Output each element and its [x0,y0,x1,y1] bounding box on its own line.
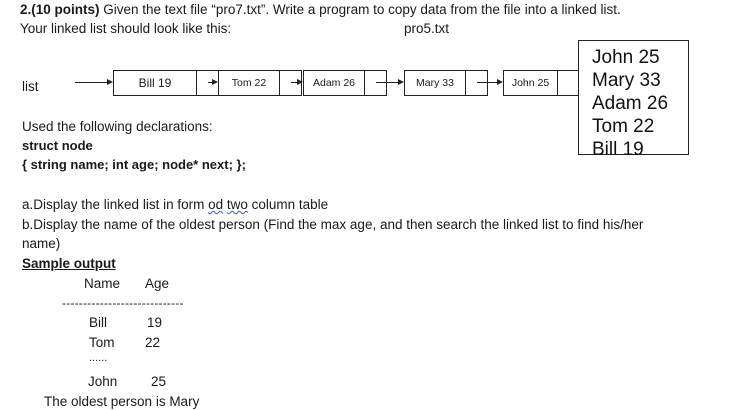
node-value: Bill 19 [138,76,172,90]
node-arrow [208,79,218,85]
node-next-pointer [466,70,488,96]
list-node: Adam 26 [303,70,365,96]
node-value: Mary 33 [416,77,454,89]
struct-line: struct node [22,138,93,153]
table-ellipsis: ...... [89,352,108,364]
list-node: Tom 22 [218,70,280,96]
table-separator: ----------------------------- [62,296,184,310]
task-a: a.Display the linked list in form od two… [22,197,328,212]
node-arrow [376,79,404,85]
file-line: Adam 26 [592,93,669,114]
list-head-arrow [75,79,113,85]
node-arrow [477,79,503,85]
list-node: Mary 33 [404,70,466,96]
node-next-pointer [365,70,387,96]
file-contents-box: John 25 Mary 33 Adam 26 Tom 22 Bill 19 [578,40,689,159]
table-row-age: 25 [151,374,167,389]
node-next-pointer [558,70,580,96]
task-a-typo: od [208,197,224,212]
question-line-1: 2.(10 points) Given the text file “pro7.… [20,2,621,17]
task-a-text: a.Display the linked list in form [22,197,209,212]
file-line: Mary 33 [592,70,661,91]
node-arrow [291,79,303,85]
oldest-person-result: The oldest person is Mary [44,394,200,409]
file-label: pro5.txt [404,21,450,36]
column-header-name: Name [84,276,121,291]
node-value: John 25 [511,77,550,89]
table-row-age: 22 [145,335,161,350]
declarations-intro: Used the following declarations: [22,119,213,134]
file-line: John 25 [592,47,660,68]
file-line: Tom 22 [592,116,655,137]
node-value: Tom 22 [231,77,267,89]
list-node: John 25 [503,70,558,96]
question-line-2: Your linked list should look like this: [20,21,232,36]
task-a-typo-2: two [226,197,248,212]
table-row-name: John [88,374,118,389]
table-row-age: 19 [147,315,163,330]
struct-body: { string name; int age; node* next; }; [22,157,246,172]
list-label: list [22,79,39,94]
task-b-line-2: name) [22,236,61,251]
node-value: Adam 26 [312,77,356,89]
task-a-text-end: column table [247,197,329,212]
list-node: Bill 19 [113,70,197,96]
file-line: Bill 19 [592,139,644,160]
table-row-name: Tom [89,335,115,350]
sample-output-heading: Sample output [22,256,116,271]
question-text: Given the text file “pro7.txt”. Write a … [99,2,621,17]
table-row-name: Bill [89,315,108,330]
task-b-line-1: b.Display the name of the oldest person … [22,217,644,232]
question-number: 2.(10 points) [20,2,100,17]
column-header-age: Age [145,276,170,291]
